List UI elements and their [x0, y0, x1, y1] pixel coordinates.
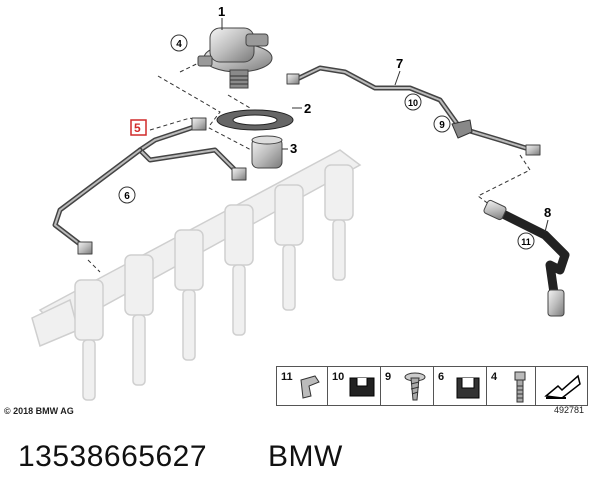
- injector-2: [124, 254, 154, 386]
- clip-icon: [300, 375, 320, 399]
- callout-2: 2: [304, 101, 311, 116]
- high-pressure-pump: [197, 27, 273, 89]
- callout-5: 5: [134, 121, 141, 135]
- injector-5: [274, 184, 304, 311]
- leader-lines: [87, 54, 531, 273]
- callout-5-box: [130, 119, 147, 136]
- bracket-icon: [456, 377, 480, 399]
- roller-tappet: [251, 135, 283, 169]
- injector-4: [224, 204, 254, 336]
- bolt-icon: [514, 371, 526, 403]
- legend-number: 9: [385, 371, 392, 383]
- legend-item-arrow: [536, 367, 587, 405]
- fuel-hose: [483, 199, 570, 317]
- injector-1: [74, 279, 104, 401]
- arrow-icon: [544, 374, 581, 399]
- fuel-rail-assembly: [31, 149, 362, 401]
- seal-ring: [216, 109, 294, 131]
- legend-number: 6: [438, 371, 445, 383]
- callout-8: 8: [544, 205, 551, 220]
- callout-10: 10: [408, 98, 418, 108]
- legend-number: 4: [491, 371, 498, 383]
- callout-4: 4: [176, 39, 182, 50]
- legend-number: 10: [332, 371, 345, 383]
- legend-item-4: 4: [487, 367, 535, 405]
- callout-7: 7: [396, 56, 403, 71]
- diagram-reference: 492781: [554, 405, 585, 415]
- callout-3: 3: [290, 141, 297, 156]
- grommet-icon: [349, 377, 375, 397]
- fuel-pipes: [52, 117, 247, 255]
- injector-3: [174, 229, 204, 361]
- legend-item-6: 6: [434, 367, 486, 405]
- part-number: 13538665627: [18, 440, 208, 473]
- callout-1: 1: [218, 4, 225, 19]
- legend-number: 11: [281, 371, 293, 383]
- parts-legend: 11 10 9 6 4: [276, 366, 588, 406]
- brand-name: BMW: [268, 440, 343, 473]
- injector-6: [324, 164, 354, 281]
- screw-icon: [404, 372, 426, 401]
- legend-item-9: 9: [381, 367, 433, 405]
- callout-9: 9: [439, 120, 445, 131]
- callout-11: 11: [521, 237, 531, 247]
- copyright: © 2018 BMW AG: [4, 406, 74, 416]
- callout-6: 6: [124, 191, 130, 202]
- legend-item-10: 10: [328, 367, 380, 405]
- feed-line: [286, 65, 541, 156]
- parts-diagram: 1 2 3 7 8 5 4 6 10 9 11: [31, 4, 570, 401]
- legend-item-11: 11: [277, 367, 327, 405]
